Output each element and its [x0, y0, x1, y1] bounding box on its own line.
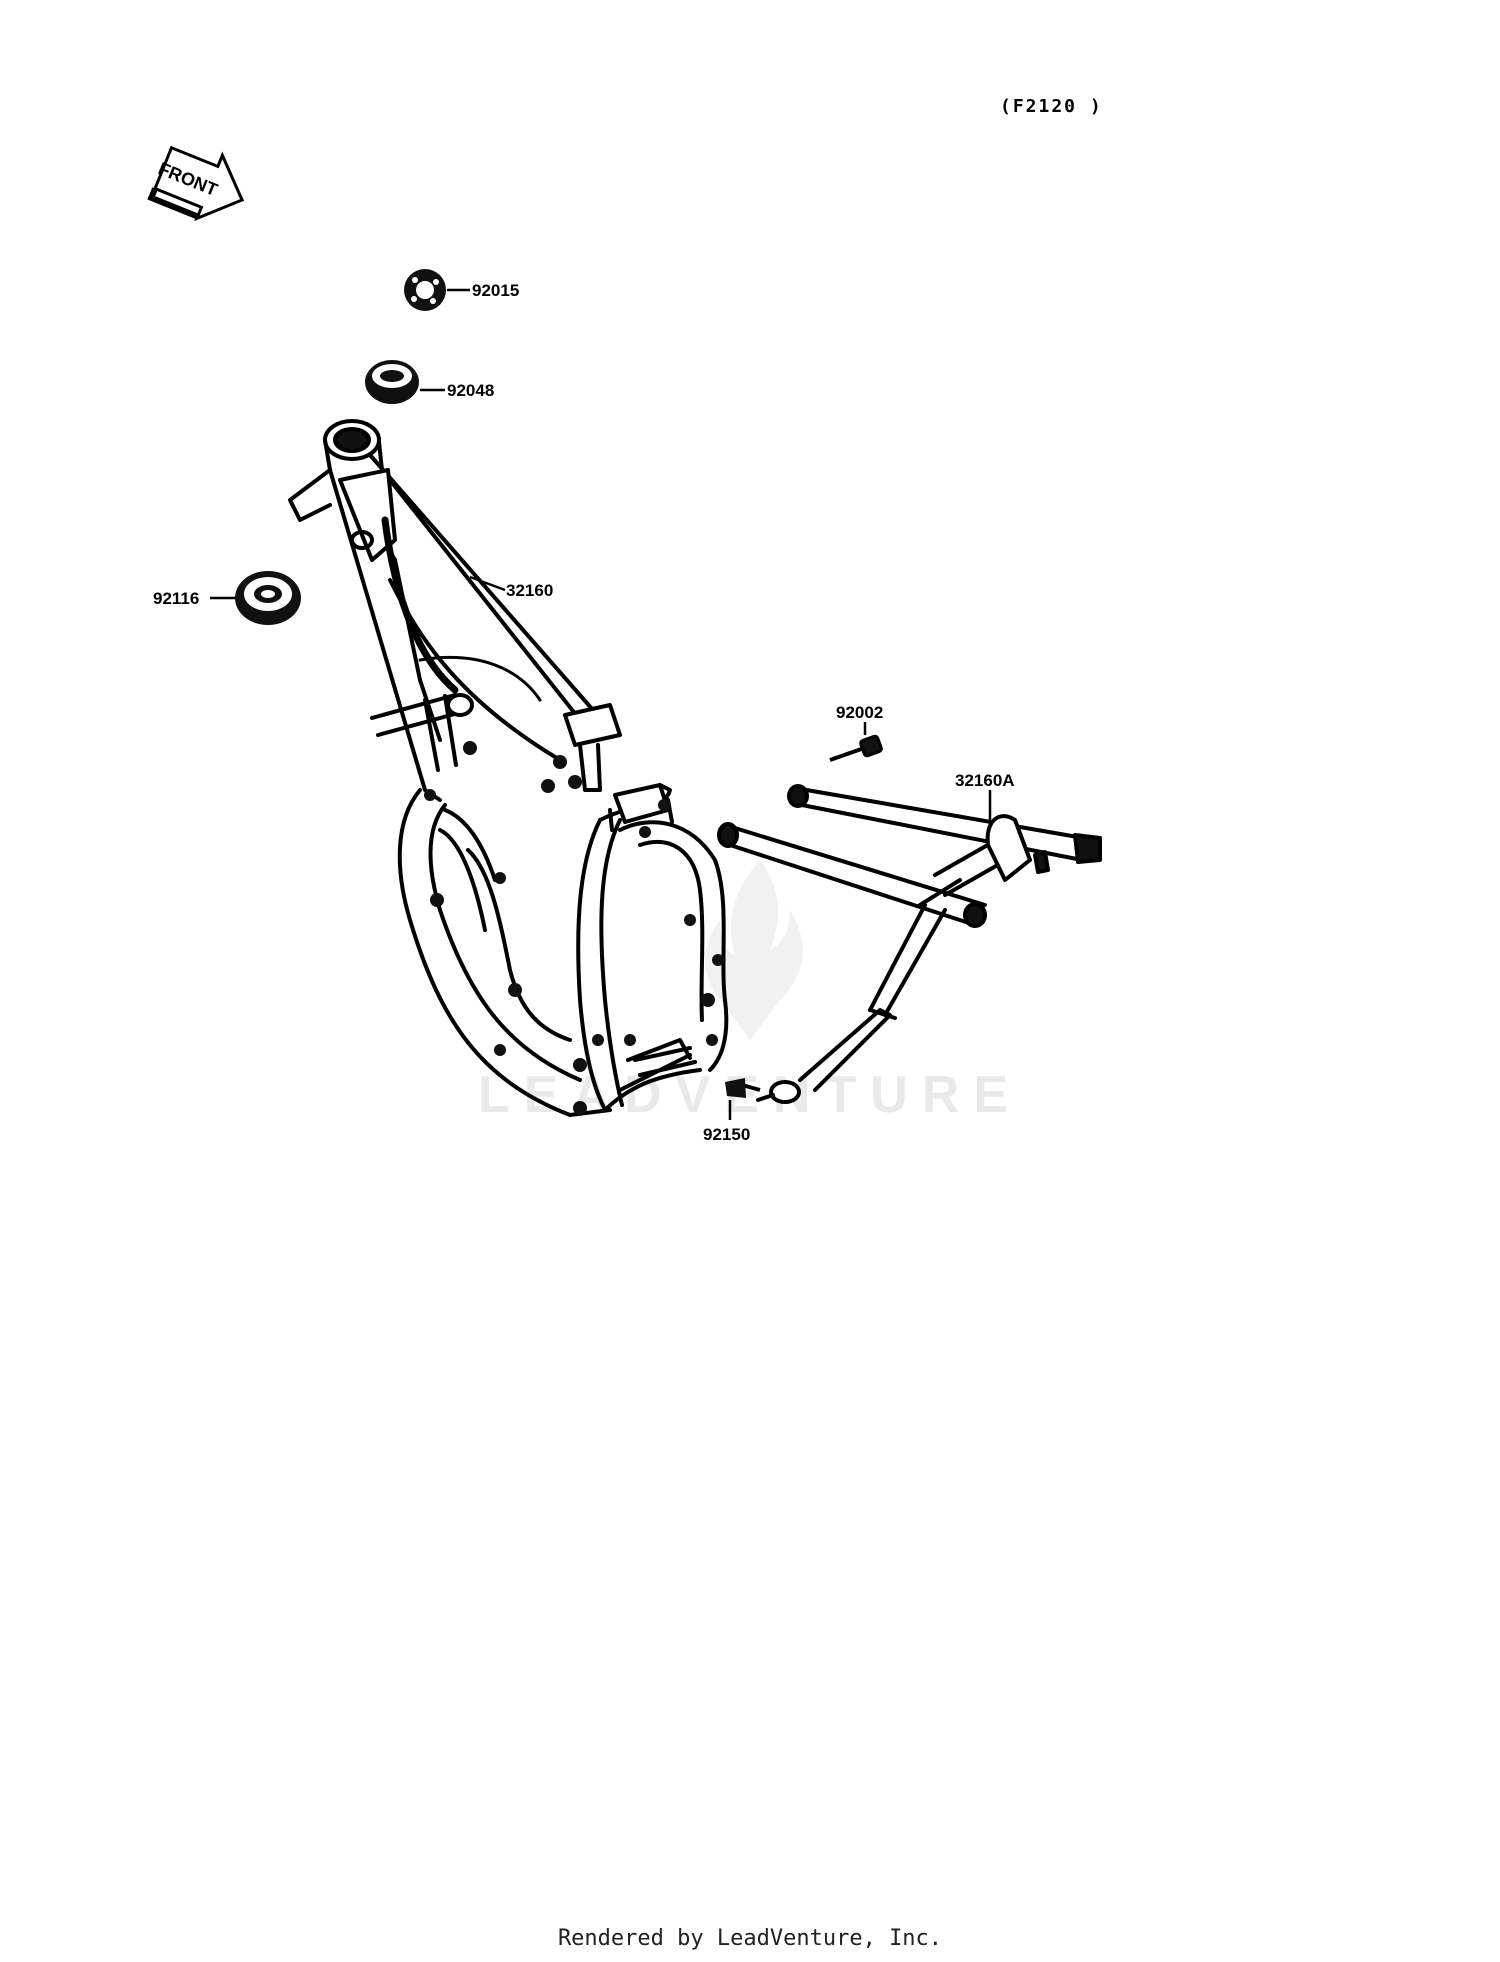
watermark-logo-icon: [705, 860, 803, 1040]
figure-code: (F2120 ): [1000, 96, 1103, 117]
leader-32160: [469, 575, 506, 592]
bolt-92150-icon: [725, 1078, 761, 1098]
bolt-92002-icon: [829, 734, 883, 762]
footer-credit: Rendered by LeadVenture, Inc.: [557, 1926, 943, 1951]
callout-92048: 92048: [447, 381, 494, 400]
callout-32160: 32160: [506, 581, 553, 600]
sub-frame-32160A: [717, 784, 1102, 1104]
callout-92002: 92002: [836, 703, 883, 722]
nut-92015-icon: [404, 269, 446, 311]
callout-92150: 92150: [703, 1125, 750, 1144]
seal-92048-icon: [365, 360, 419, 404]
watermark-text: LEADVENTURE: [478, 1066, 1022, 1124]
callout-32160A: 32160A: [955, 771, 1015, 790]
front-arrow-icon: FRONT: [147, 145, 245, 222]
main-frame-32160: [288, 419, 729, 1117]
callout-92015: 92015: [472, 281, 519, 300]
watermark: LEADVENTURE: [478, 860, 1022, 1124]
callout-92116: 92116: [153, 589, 199, 608]
bearing-92116-icon: [235, 571, 301, 625]
